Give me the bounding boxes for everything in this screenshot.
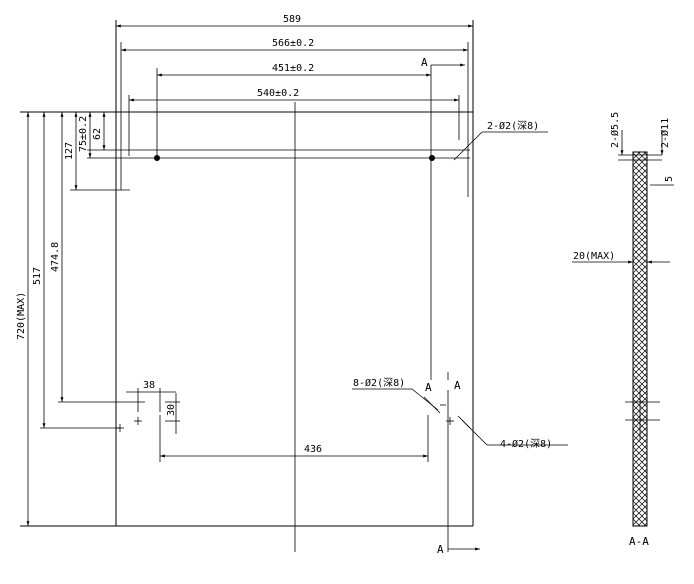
section-hatch — [632, 151, 648, 527]
dim-55-label: 2-Ø5.5 — [609, 112, 621, 148]
hole-mid-tick-1 — [423, 396, 441, 414]
dim-5-label: 5 — [664, 176, 675, 182]
dim-11-label: 2-Ø11 — [659, 118, 671, 148]
dim-720-label: 720(MAX) — [16, 292, 27, 340]
dim-566-label: 566±0.2 — [272, 38, 314, 49]
section-view: 2-Ø5.5 2-Ø11 5 20(MAX) A-A — [572, 112, 675, 548]
hole-lower-tick — [457, 415, 471, 429]
dim-517-label: 517 — [32, 267, 43, 285]
section-title: A-A — [629, 535, 649, 548]
section-mark-top: A — [421, 56, 428, 69]
dim-436-label: 436 — [304, 444, 322, 455]
hole-top-right — [429, 155, 435, 161]
section-mark-mid-right: A — [454, 379, 461, 392]
section-mark-bottom: A — [437, 543, 444, 556]
callout-mid-holes: 8-Ø2(深8) — [353, 377, 405, 389]
dim-451-label: 451±0.2 — [272, 63, 314, 74]
hole-top-left — [154, 155, 160, 161]
dim-540-label: 540±0.2 — [257, 88, 299, 99]
dim-62-label: 62 — [92, 128, 103, 140]
dim-38-label: 38 — [143, 380, 155, 391]
callout-lower-holes: 4-Ø2(深8) — [500, 438, 552, 450]
dim-127-label: 127 — [64, 142, 75, 160]
dim-75-label: 75±0.2 — [78, 116, 89, 152]
dim-30-label: 30 — [166, 404, 177, 416]
dim-474-label: 474.8 — [50, 242, 61, 272]
section-mark-mid-left: A — [425, 381, 432, 394]
dim-20-label: 20(MAX) — [573, 251, 615, 262]
callout-top-holes: 2-Ø2(深8) — [487, 120, 539, 132]
leader-top-holes — [453, 131, 483, 161]
dim-589-label: 589 — [283, 14, 301, 25]
front-view: 589 566±0.2 451±0.2 A 540±0.2 2-Ø2(深8) 7… — [16, 14, 568, 556]
